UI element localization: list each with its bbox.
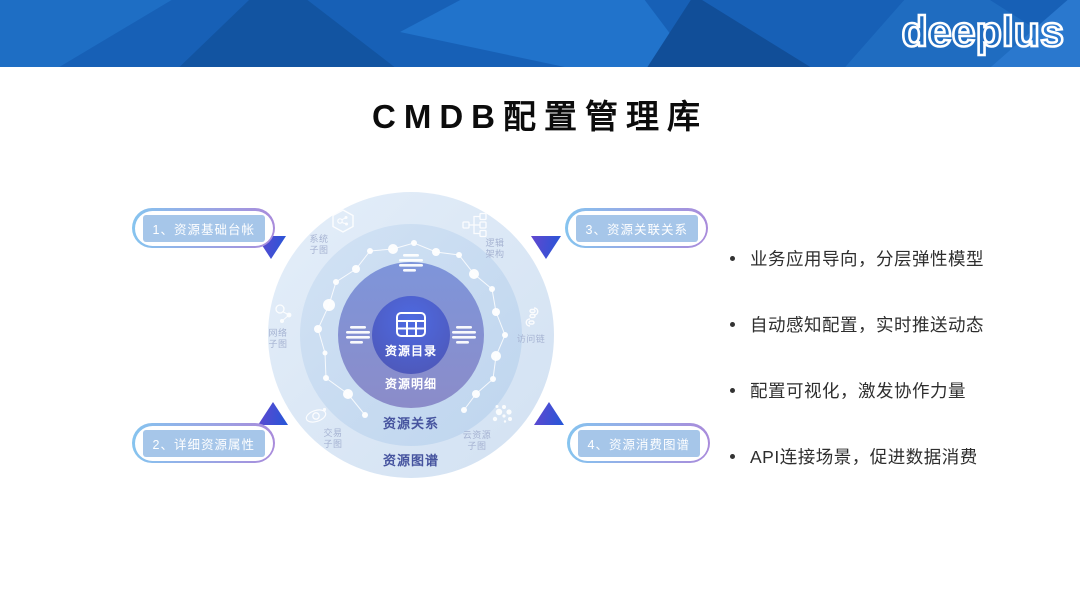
callout-label: 3、资源关联关系 [575,214,698,242]
list-item: 业务应用导向，分层弹性模型 [730,246,984,271]
bullet-dot [730,322,735,327]
bullet-dot [730,256,735,261]
hierarchy-icon [462,212,487,238]
list-item: 自动感知配置，实时推送动态 [730,312,984,337]
satellite-label-cloud-resource-subgraph: 云资源子图 [462,430,492,451]
molecule-icon [275,304,292,323]
bullet-text: 业务应用导向，分层弹性模型 [750,249,984,269]
header-bar: deeplus [0,0,1080,67]
bullet-text: API连接场景，促进数据消费 [750,447,978,467]
bullet-dot [730,388,735,393]
deeplus-logo: deeplus [900,7,1065,58]
header-triangle-decoration [0,0,180,67]
callout-inner: 4、资源消费图谱 [569,425,708,461]
list-icon [452,326,476,344]
ring-label-resource-detail: 资源明细 [384,377,437,391]
callout-inner: 3、资源关联关系 [567,210,706,246]
satellite-label-system-subgraph: 系统子图 [309,234,329,255]
callout-label: 4、资源消费图谱 [577,429,700,457]
callout-resource-base-ledger: 1、资源基础台帐 [132,208,276,248]
core-label: 资源目录 [384,344,437,358]
list-icon [346,326,370,344]
ring-label-resource-relation: 资源关系 [382,416,439,431]
satellite-label-network-subgraph: 网络子图 [268,328,288,349]
callout-inner: 2、详细资源属性 [134,425,273,461]
list-icon [399,254,423,272]
ring-label-resource-map: 资源图谱 [382,453,439,468]
orbit-icon [305,407,327,423]
link-chain-icon [525,307,539,327]
callout-detailed-resource-attributes: 2、详细资源属性 [132,423,276,463]
bullet-text: 配置可视化，激发协作力量 [750,381,966,401]
hexagon-molecule-icon [332,209,354,233]
dots-cluster-icon [492,405,512,423]
list-item: 配置可视化，激发协作力量 [730,378,984,403]
list-item: API连接场景，促进数据消费 [730,444,984,469]
callout-resource-relationships: 3、资源关联关系 [565,208,709,248]
header-triangle-decoration [140,0,410,67]
callout-inner: 1、资源基础台帐 [134,210,273,246]
bullet-text: 自动感知配置，实时推送动态 [750,315,984,335]
table-grid-icon [396,312,426,337]
callout-label: 1、资源基础台帐 [142,214,265,242]
satellite-label-trade-subgraph: 交易子图 [323,428,343,449]
core-resource-catalog: 资源目录 [372,296,450,374]
satellite-label-access-chain: 访问链 [516,334,546,344]
callout-label: 2、详细资源属性 [142,429,265,457]
cmdb-ring-diagram: 资源目录 资源明细 资源关系 资源图谱 系统子图 逻辑架构 [268,192,554,478]
bullet-dot [730,454,735,459]
satellite-label-logical-architecture: 逻辑架构 [485,238,505,259]
constellation-decoration [314,240,508,418]
page-title: CMDB配置管理库 [372,98,708,135]
callout-resource-consumption-map: 4、资源消费图谱 [567,423,711,463]
feature-bullet-list: 业务应用导向，分层弹性模型 自动感知配置，实时推送动态 配置可视化，激发协作力量… [730,246,984,469]
